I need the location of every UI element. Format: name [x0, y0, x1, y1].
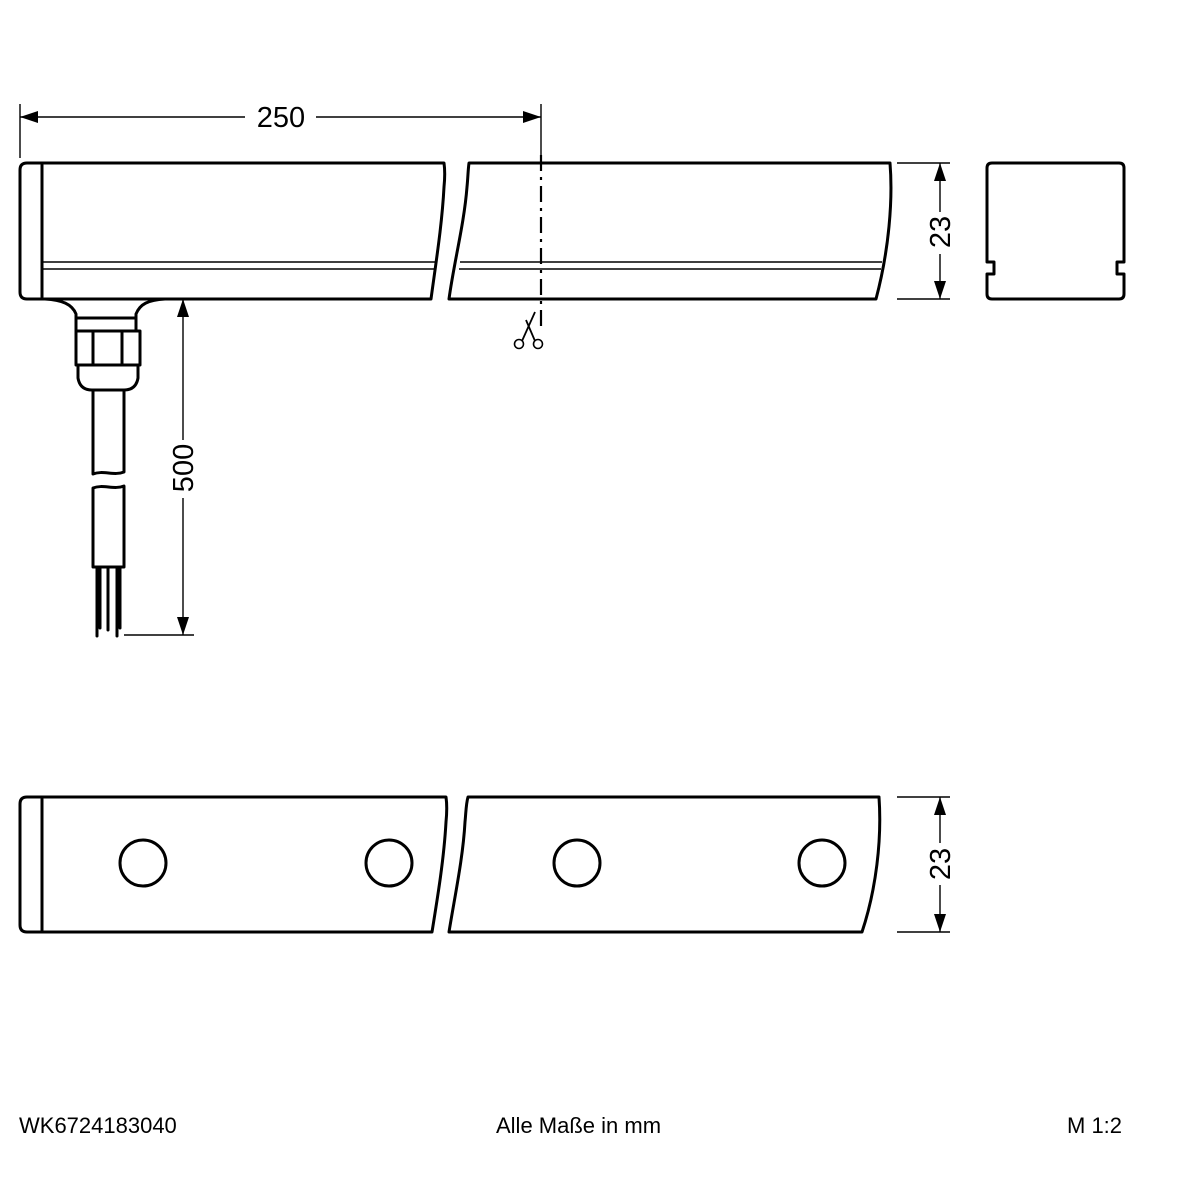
cable [91, 388, 126, 638]
units-note: Alle Maße in mm [496, 1113, 662, 1138]
scale-note: M 1:2 [1067, 1113, 1123, 1138]
scissors-icon [513, 311, 544, 350]
bottom-strip-left-segment [18, 795, 449, 934]
dimension-height-side: 23 [897, 162, 957, 300]
dimension-height-side-label: 23 [925, 216, 957, 248]
dimension-height-bottom-label: 23 [925, 848, 957, 880]
strip-right-segment [447, 161, 893, 301]
dimension-height-bottom: 23 [897, 796, 957, 933]
dimension-length: 250 [19, 102, 542, 158]
mounting-hole-2 [364, 838, 414, 888]
dimension-cable-length: 500 [124, 298, 200, 636]
profile-cross-section [985, 161, 1126, 301]
dimension-cable-length-label: 500 [168, 444, 200, 492]
bottom-strip-right-segment [447, 795, 882, 934]
bottom-view: 23 [18, 795, 957, 934]
side-view: 250 23 500 [18, 102, 957, 638]
mounting-hole-3 [552, 838, 602, 888]
article-number: WK6724183040 [19, 1113, 177, 1138]
cross-section-view [985, 161, 1126, 301]
cable-gland [43, 297, 167, 392]
strip-left-segment [18, 161, 447, 301]
dimension-length-label: 250 [257, 102, 305, 134]
mounting-hole-4 [797, 838, 847, 888]
mounting-hole-1 [118, 838, 168, 888]
